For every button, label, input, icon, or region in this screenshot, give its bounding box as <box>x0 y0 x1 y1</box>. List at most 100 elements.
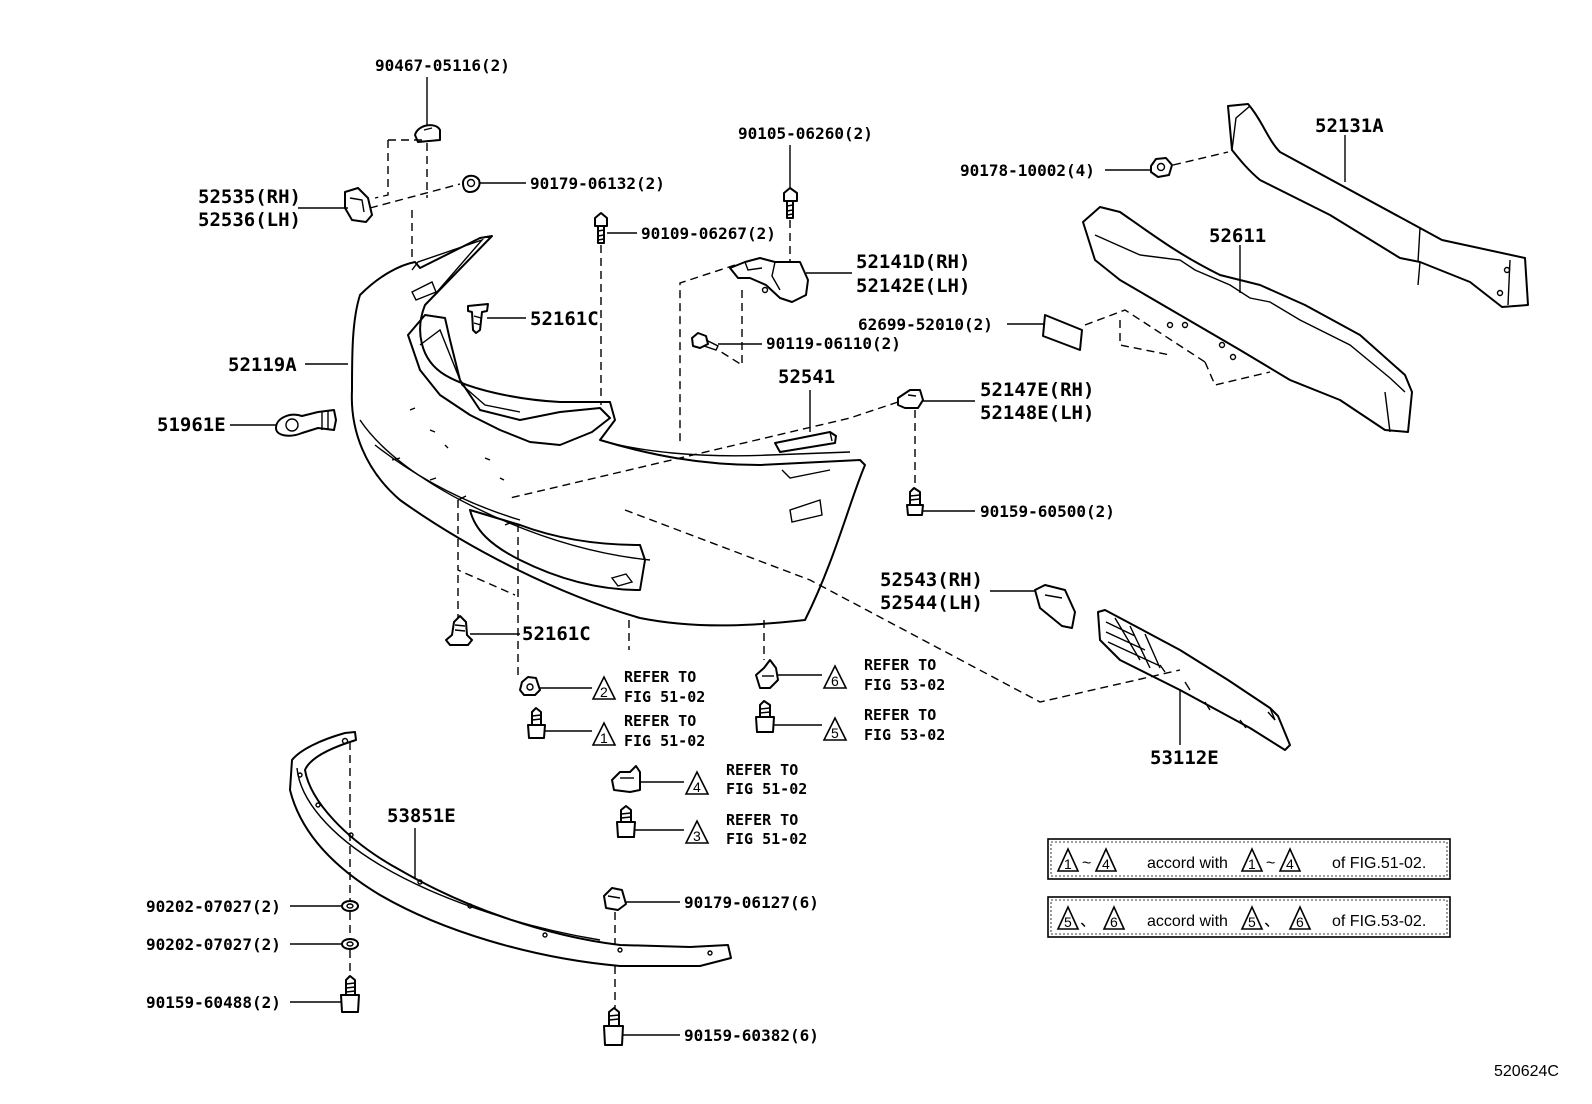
label-52119a: 52119A <box>228 354 297 376</box>
clip-52161c-bottom <box>445 615 473 646</box>
svg-text:3: 3 <box>693 828 701 844</box>
washer-90202-b <box>341 938 359 950</box>
nut-90179-06127 <box>603 887 627 911</box>
svg-text:REFER TO: REFER TO <box>624 712 696 730</box>
svg-text:REFER TO: REFER TO <box>624 668 696 686</box>
svg-text:FIG 51-02: FIG 51-02 <box>624 688 705 706</box>
svg-text:accord with: accord with <box>1147 913 1228 930</box>
svg-text:6: 6 <box>1110 914 1118 930</box>
washer-90202-a <box>341 900 359 912</box>
label-90159-60488: 90159-60488(2) <box>146 993 281 1012</box>
bolt-90109 <box>594 212 608 244</box>
screw-90119 <box>691 332 719 351</box>
note-box-1: 1 ~ 4 accord with 1 ~ 4 of FIG.51-02. <box>1047 838 1451 880</box>
svg-text:2: 2 <box>600 684 608 700</box>
svg-text:5: 5 <box>1248 914 1256 930</box>
svg-text:FIG 51-02: FIG 51-02 <box>726 780 807 798</box>
svg-text:4: 4 <box>693 779 701 795</box>
label-53851e: 53851E <box>387 805 456 827</box>
label-62699: 62699-52010(2) <box>858 315 993 334</box>
bumper-cover-52119a <box>350 235 866 627</box>
label-52541: 52541 <box>778 366 835 388</box>
bolt-refer-5 <box>755 700 775 733</box>
energy-absorber-52611 <box>1082 206 1413 433</box>
svg-text:FIG 51-02: FIG 51-02 <box>624 732 705 750</box>
refer-3: 3 REFER TO FIG 51-02 <box>684 811 807 848</box>
clip-52161c-top <box>467 303 489 334</box>
tape-62699 <box>1042 314 1083 351</box>
refer-1: 1 REFER TO FIG 51-02 <box>591 712 705 750</box>
label-52611: 52611 <box>1209 225 1266 247</box>
label-52536: 52536(LH) <box>198 209 301 231</box>
svg-text:of FIG.53-02.: of FIG.53-02. <box>1332 913 1426 930</box>
svg-text:~: ~ <box>1266 855 1275 872</box>
label-52161c-top: 52161C <box>530 308 599 330</box>
svg-text:FIG 51-02: FIG 51-02 <box>726 830 807 848</box>
clip-refer-6 <box>755 659 779 689</box>
svg-text:1: 1 <box>1064 856 1072 872</box>
label-90178: 90178-10002(4) <box>960 161 1095 180</box>
svg-text:~: ~ <box>1082 855 1091 872</box>
side-bracket-52535 <box>344 187 373 223</box>
nut-refer-2 <box>519 676 541 696</box>
svg-text:5: 5 <box>831 725 839 741</box>
label-90105: 90105-06260(2) <box>738 124 873 143</box>
bolt-90159-60488 <box>340 975 360 1013</box>
fog-cover-52543 <box>1034 584 1076 629</box>
label-52543: 52543(RH) <box>880 569 983 591</box>
pad-52541 <box>774 431 837 453</box>
label-52147e: 52147E(RH) <box>980 379 1094 401</box>
refer-2: 2 REFER TO FIG 51-02 <box>591 668 705 706</box>
label-90202-a: 90202-07027(2) <box>146 897 281 916</box>
label-52535: 52535(RH) <box>198 186 301 208</box>
lower-spoiler-53851e <box>289 731 732 967</box>
bolt-90105 <box>783 187 798 219</box>
svg-text:6: 6 <box>1296 914 1304 930</box>
label-90467: 90467-05116(2) <box>375 56 510 75</box>
label-52142e: 52142E(LH) <box>856 275 970 297</box>
refer-4: 4 REFER TO FIG 51-02 <box>684 761 807 798</box>
svg-text:、: 、 <box>1264 913 1280 930</box>
svg-text:、: 、 <box>1080 913 1096 930</box>
tow-hook-51961e <box>275 409 337 437</box>
svg-text:FIG 53-02: FIG 53-02 <box>864 676 945 694</box>
refer-6: 6 REFER TO FIG 53-02 <box>822 656 945 694</box>
label-90109: 90109-06267(2) <box>641 224 776 243</box>
nut-90178 <box>1150 157 1173 178</box>
clip-refer-4 <box>611 765 641 793</box>
bumper-reinforcement-52131a <box>1227 103 1529 308</box>
bolt-refer-1 <box>527 707 546 739</box>
bracket-52141d <box>729 257 809 303</box>
svg-text:REFER TO: REFER TO <box>864 656 936 674</box>
label-90179-06132: 90179-06132(2) <box>530 174 665 193</box>
lower-grille-53112e <box>1097 609 1291 751</box>
label-90202-b: 90202-07027(2) <box>146 935 281 954</box>
bolt-90159-60382 <box>603 1007 624 1046</box>
label-51961e: 51961E <box>157 414 226 436</box>
svg-text:4: 4 <box>1286 856 1294 872</box>
retainer-52147e <box>897 389 924 409</box>
svg-text:REFER TO: REFER TO <box>726 811 798 829</box>
part-labels: 90467-05116(2) 52535(RH) 52536(LH) 90179… <box>146 56 1559 1080</box>
figure-code: 520624C <box>1494 1063 1559 1080</box>
svg-text:5: 5 <box>1064 914 1072 930</box>
label-52161c-bottom: 52161C <box>522 623 591 645</box>
svg-text:6: 6 <box>831 673 839 689</box>
label-90119: 90119-06110(2) <box>766 334 901 353</box>
label-90159-60500: 90159-60500(2) <box>980 502 1115 521</box>
svg-text:accord with: accord with <box>1147 855 1228 872</box>
label-53112e: 53112E <box>1150 747 1219 769</box>
assembly-lines <box>349 139 1271 1008</box>
bolt-90159-60500 <box>906 487 924 516</box>
label-90179-06127: 90179-06127(6) <box>684 893 819 912</box>
refer-callouts: 2 REFER TO FIG 51-02 1 REFER TO FIG 51-0… <box>591 656 945 848</box>
clip-90467 <box>414 124 441 143</box>
leader-lines <box>230 77 1346 1036</box>
svg-text:REFER TO: REFER TO <box>864 706 936 724</box>
bolt-refer-3 <box>616 805 636 838</box>
svg-text:1: 1 <box>600 730 608 746</box>
refer-5: 5 REFER TO FIG 53-02 <box>822 706 945 744</box>
label-90159-60382: 90159-60382(6) <box>684 1026 819 1045</box>
label-52131a: 52131A <box>1315 115 1384 137</box>
